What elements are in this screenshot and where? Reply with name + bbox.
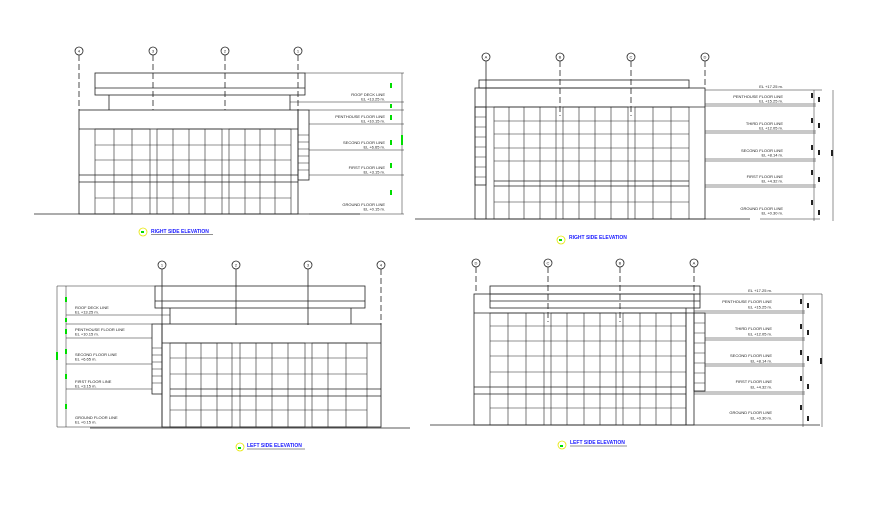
level-label: SECOND FLOOR LINE — [343, 140, 385, 145]
level-elevation: EL +12.05 m. — [759, 126, 783, 131]
level-elevation: EL +15.25 m. — [759, 99, 783, 104]
level-elevation: EL +0.15 m. — [75, 420, 97, 425]
elevation-title: LEFT SIDE ELEVATION — [570, 440, 625, 446]
svg-text:1: 1 — [161, 263, 164, 268]
level-label: PENTHOUSE FLOOR LINE — [75, 327, 125, 332]
svg-text:3: 3 — [307, 263, 310, 268]
level-elevation: EL +12.05 m. — [748, 332, 772, 337]
grid-bubble: A — [689, 258, 699, 268]
svg-text:C: C — [547, 261, 550, 266]
svg-text:D: D — [475, 261, 478, 266]
grid-bubble: 1 — [157, 260, 167, 270]
grid-bubble: B — [555, 52, 565, 62]
grid-bubble: 2 — [231, 260, 241, 270]
level-label: SECOND FLOOR LINE — [741, 148, 783, 153]
grid-bubble: D — [700, 52, 710, 62]
svg-text:4: 4 — [380, 263, 383, 268]
level-label: GROUND FLOOR LINE — [342, 202, 385, 207]
svg-text:A: A — [485, 55, 488, 60]
svg-text:D: D — [704, 55, 707, 60]
level-elevation: EL +6.65 m. — [363, 145, 385, 150]
level-label: SECOND FLOOR LINE — [75, 352, 117, 357]
level-elevation: EL +3.15 m. — [75, 384, 97, 389]
level-label: GROUND FLOOR LINE — [740, 206, 783, 211]
svg-text:2: 2 — [224, 49, 227, 54]
elevation-top-left: 4 3 2 1 — [34, 46, 404, 237]
level-elevation: EL +4.32 m. — [750, 385, 772, 390]
level-elevation: EL +17.25 m. — [748, 288, 772, 293]
svg-text:B: B — [619, 261, 622, 266]
level-elevation: EL +0.30 m. — [750, 416, 772, 421]
level-label: ROOF DECK LINE — [351, 92, 385, 97]
grid-bubble: 4 — [74, 46, 84, 56]
title-symbol — [235, 442, 245, 452]
svg-text:4: 4 — [78, 49, 81, 54]
level-elevation: EL +6.65 m. — [75, 357, 97, 362]
level-elevation: EL +0.15 m. — [363, 207, 385, 212]
svg-text:1: 1 — [297, 49, 300, 54]
level-elevation: EL +15.25 m. — [748, 305, 772, 310]
level-label: GROUND FLOOR LINE — [729, 410, 772, 415]
level-label: FIRST FLOOR LINE — [75, 379, 112, 384]
grid-bubble: 3 — [148, 46, 158, 56]
elevation-title: LEFT SIDE ELEVATION — [247, 443, 302, 449]
level-elevation: EL +17.25 m. — [759, 84, 783, 89]
title-symbol — [138, 227, 148, 237]
grid-bubble: 2 — [220, 46, 230, 56]
title-symbol — [557, 440, 567, 450]
level-label: FIRST FLOOR LINE — [736, 379, 773, 384]
svg-text:C: C — [630, 55, 633, 60]
grid-bubble: 1 — [293, 46, 303, 56]
level-label: PENTHOUSE FLOOR LINE — [335, 114, 385, 119]
level-elevation: EL +0.30 m. — [761, 211, 783, 216]
elevation-title: RIGHT SIDE ELEVATION — [151, 229, 209, 235]
level-elevation: EL +8.14 m. — [761, 153, 783, 158]
level-label: ROOF DECK LINE — [75, 305, 109, 310]
svg-text:3: 3 — [152, 49, 155, 54]
grid-bubble: D — [471, 258, 481, 268]
svg-text:2: 2 — [235, 263, 238, 268]
level-elevation: EL +3.15 m. — [363, 170, 385, 175]
level-elevation: EL +4.32 m. — [761, 179, 783, 184]
level-elevation: EL +10.15 m. — [75, 332, 99, 337]
svg-text:A: A — [693, 261, 696, 266]
level-elevation: EL +8.14 m. — [750, 359, 772, 364]
level-label: PENTHOUSE FLOOR LINE — [733, 94, 783, 99]
dimension-marker — [56, 297, 67, 409]
level-label: SECOND FLOOR LINE — [730, 353, 772, 358]
level-label: GROUND FLOOR LINE — [75, 415, 118, 420]
grid-bubble: C — [626, 52, 636, 62]
grid-bubble: 3 — [303, 260, 313, 270]
elevation-bottom-left: 1 2 3 4 — [56, 260, 410, 452]
elevation-top-right: A B C D — [415, 52, 834, 245]
grid-bubble: C — [543, 258, 553, 268]
level-elevation: EL +13.25 m. — [75, 310, 99, 315]
dimension-marker — [390, 83, 403, 195]
dimension-marker — [811, 93, 833, 215]
svg-text:B: B — [559, 55, 562, 60]
grid-bubble: 4 — [376, 260, 386, 270]
level-label: FIRST FLOOR LINE — [349, 165, 386, 170]
grid-bubble: B — [615, 258, 625, 268]
grid-bubble: A — [481, 52, 491, 62]
level-label: FIRST FLOOR LINE — [747, 174, 784, 179]
dimension-marker — [800, 299, 822, 421]
level-label: THIRD FLOOR LINE — [735, 326, 772, 331]
level-label: THIRD FLOOR LINE — [746, 121, 783, 126]
level-elevation: EL +13.25 m. — [361, 97, 385, 102]
elevation-bottom-right: D C B A — [430, 258, 823, 450]
level-elevation: EL +10.15 m. — [361, 119, 385, 124]
level-label: PENTHOUSE FLOOR LINE — [722, 299, 772, 304]
elevation-title: RIGHT SIDE ELEVATION — [569, 235, 627, 241]
title-symbol — [556, 235, 566, 245]
